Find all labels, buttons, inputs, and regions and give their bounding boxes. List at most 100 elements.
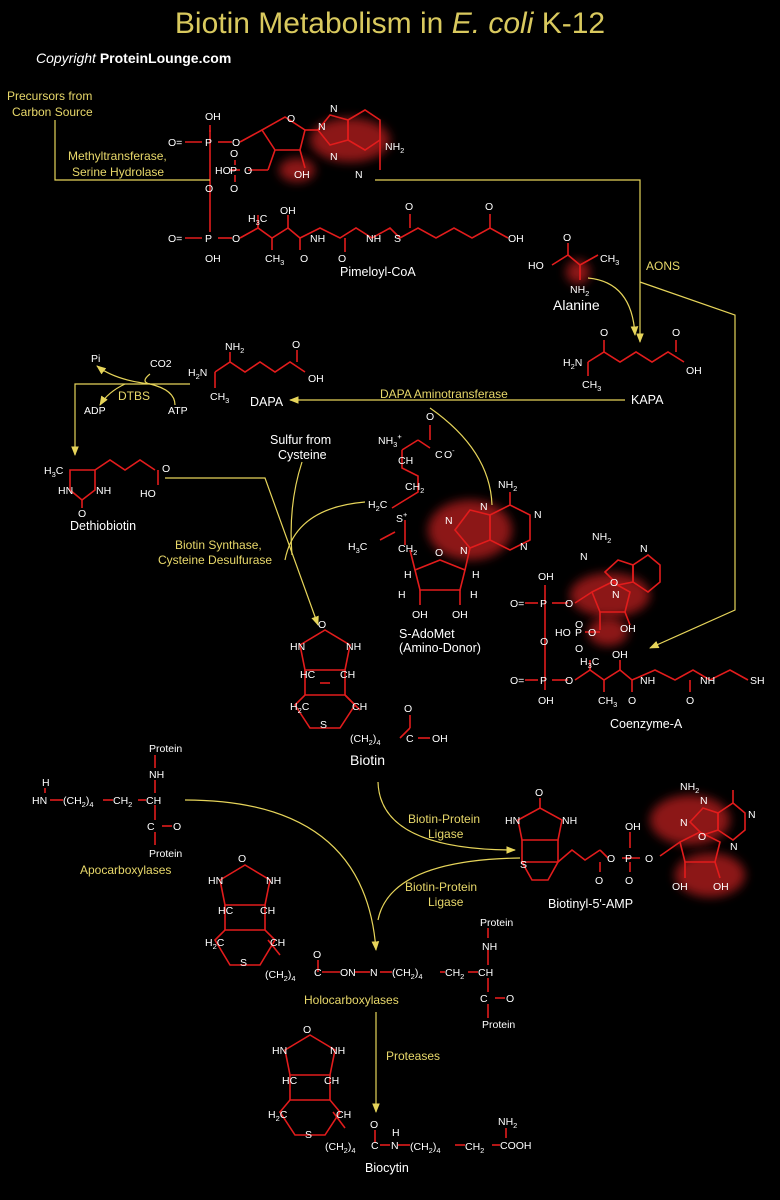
- svg-text:NH2: NH2: [498, 1116, 517, 1130]
- svg-text:N: N: [355, 169, 363, 181]
- svg-text:NH2: NH2: [680, 781, 699, 795]
- svg-text:(CH2)4: (CH2)4: [350, 733, 381, 747]
- svg-text:OH: OH: [308, 373, 324, 385]
- precursors-label-line1: Precursors from: [7, 89, 92, 103]
- dapa-label: DAPA: [250, 395, 284, 409]
- svg-text:NH: NH: [700, 675, 715, 687]
- svg-text:H: H: [404, 569, 412, 581]
- svg-text:N: N: [640, 543, 648, 555]
- svg-text:N: N: [700, 795, 708, 807]
- biotinyl-amp-label: Biotinyl-5'-AMP: [548, 897, 633, 911]
- svg-text:NH: NH: [366, 233, 381, 245]
- holocarboxylases-label: Holocarboxylases: [304, 993, 399, 1007]
- aons-label: AONS: [646, 259, 680, 273]
- svg-text:OH: OH: [538, 571, 554, 583]
- svg-text:O: O: [686, 695, 694, 707]
- kapa-label: KAPA: [631, 393, 664, 407]
- svg-text:S: S: [240, 957, 247, 969]
- svg-text:HN: HN: [32, 795, 47, 807]
- arrow-biotin-to-biotinyl-amp: [377, 781, 516, 854]
- svg-text:H2C: H2C: [290, 701, 310, 715]
- coenzyme-a-label: Coenzyme-A: [610, 717, 683, 731]
- svg-text:N: N: [580, 551, 588, 563]
- svg-text:O=: O=: [510, 675, 524, 687]
- dethiobiotin-structure: H3C HN NH O O HO: [44, 459, 170, 520]
- svg-text:N: N: [480, 501, 488, 513]
- svg-text:O: O: [588, 627, 596, 639]
- svg-text:HO: HO: [528, 260, 544, 272]
- svg-text:N: N: [612, 589, 620, 601]
- svg-text:NH: NH: [266, 875, 281, 887]
- svg-text:HO: HO: [140, 488, 156, 500]
- svg-text:H: H: [472, 569, 480, 581]
- svg-text:HC: HC: [282, 1075, 298, 1087]
- biotin-structure: O HN NH HC CH H2C CH S (CH2)4 O C OH: [290, 619, 448, 747]
- svg-text:OH: OH: [432, 733, 448, 745]
- svg-text:Protein: Protein: [482, 1019, 515, 1031]
- svg-text:O: O: [303, 1024, 311, 1036]
- svg-text:CH2: CH2: [113, 795, 132, 809]
- svg-text:P: P: [575, 627, 582, 639]
- copyright-notice: Copyright ProteinLounge.com: [36, 50, 231, 66]
- biotinyl-amp-structure: O HN NH S O O OH P O O O OH OH NH2 N N N…: [505, 781, 756, 893]
- svg-text:NH: NH: [640, 675, 655, 687]
- svg-text:OH: OH: [452, 609, 468, 621]
- svg-text:CH2: CH2: [405, 481, 424, 495]
- glow-highlights: [279, 118, 745, 897]
- s-adomet-label-line1: S-AdoMet: [399, 627, 455, 641]
- arrow-co2-in: [144, 373, 151, 385]
- svg-text:O: O: [162, 463, 170, 475]
- svg-text:OH: OH: [686, 365, 702, 377]
- svg-text:O: O: [535, 787, 543, 799]
- svg-text:H: H: [392, 1127, 400, 1139]
- svg-text:N: N: [748, 809, 756, 821]
- sulfur-label-line1: Sulfur from: [270, 433, 331, 447]
- svg-text:NH2: NH2: [385, 141, 404, 155]
- pimeloyl-coa-structure: OH O= P O O O= P O OH O N N NH2 N N OH O…: [168, 103, 524, 267]
- arrow-biotinyl-amp-to-holocarboxylase: [377, 857, 521, 921]
- svg-text:H3C: H3C: [248, 213, 268, 227]
- svg-text:CH: CH: [260, 905, 275, 917]
- svg-text:CH3: CH3: [265, 253, 284, 267]
- svg-text:Protein: Protein: [149, 743, 182, 755]
- svg-text:S: S: [394, 233, 401, 245]
- cofactor-adp: ADP: [84, 405, 106, 417]
- svg-text:HC: HC: [218, 905, 234, 917]
- svg-text:P: P: [205, 233, 212, 245]
- svg-text:NH: NH: [310, 233, 325, 245]
- svg-text:CH: CH: [270, 937, 285, 949]
- coenzyme-a-structure: OH O= P O O O HO P O O O= P O OH O OH NH…: [510, 531, 765, 709]
- svg-text:CH: CH: [340, 669, 355, 681]
- svg-text:C: C: [314, 967, 322, 979]
- svg-text:NH2: NH2: [570, 284, 589, 298]
- svg-text:N: N: [520, 541, 528, 553]
- svg-text:Protein: Protein: [480, 917, 513, 929]
- svg-text:N: N: [330, 151, 338, 163]
- svg-text:O: O: [232, 137, 240, 149]
- svg-text:NH: NH: [482, 941, 497, 953]
- svg-text:OH: OH: [620, 623, 636, 635]
- svg-text:(CH2)4: (CH2)4: [265, 969, 296, 983]
- svg-text:NH: NH: [330, 1045, 345, 1057]
- svg-text:O: O: [238, 853, 246, 865]
- svg-text:NH: NH: [96, 485, 111, 497]
- svg-text:O: O: [625, 875, 633, 887]
- biocytin-label: Biocytin: [365, 1161, 409, 1175]
- svg-text:O: O: [173, 821, 181, 833]
- sulfur-label-line2: Cysteine: [278, 448, 327, 462]
- svg-text:(CH2)4: (CH2)4: [325, 1141, 356, 1155]
- svg-text:O: O: [540, 636, 548, 648]
- arrow-sadomet-amino-donor: [429, 407, 493, 506]
- svg-text:O: O: [292, 339, 300, 351]
- arrow-precursors-to-pimeloyl-coa: [54, 120, 210, 181]
- svg-text:O: O: [565, 675, 573, 687]
- svg-text:N: N: [330, 103, 338, 115]
- svg-text:O: O: [287, 113, 295, 125]
- svg-text:O: O: [610, 577, 618, 589]
- svg-text:CH3: CH3: [598, 695, 617, 709]
- precursors-label-line2: Carbon Source: [12, 105, 93, 119]
- svg-text:O: O: [313, 949, 321, 961]
- svg-text:HN: HN: [290, 641, 305, 653]
- svg-text:P: P: [540, 675, 547, 687]
- svg-text:(CH2)4: (CH2)4: [410, 1141, 441, 1155]
